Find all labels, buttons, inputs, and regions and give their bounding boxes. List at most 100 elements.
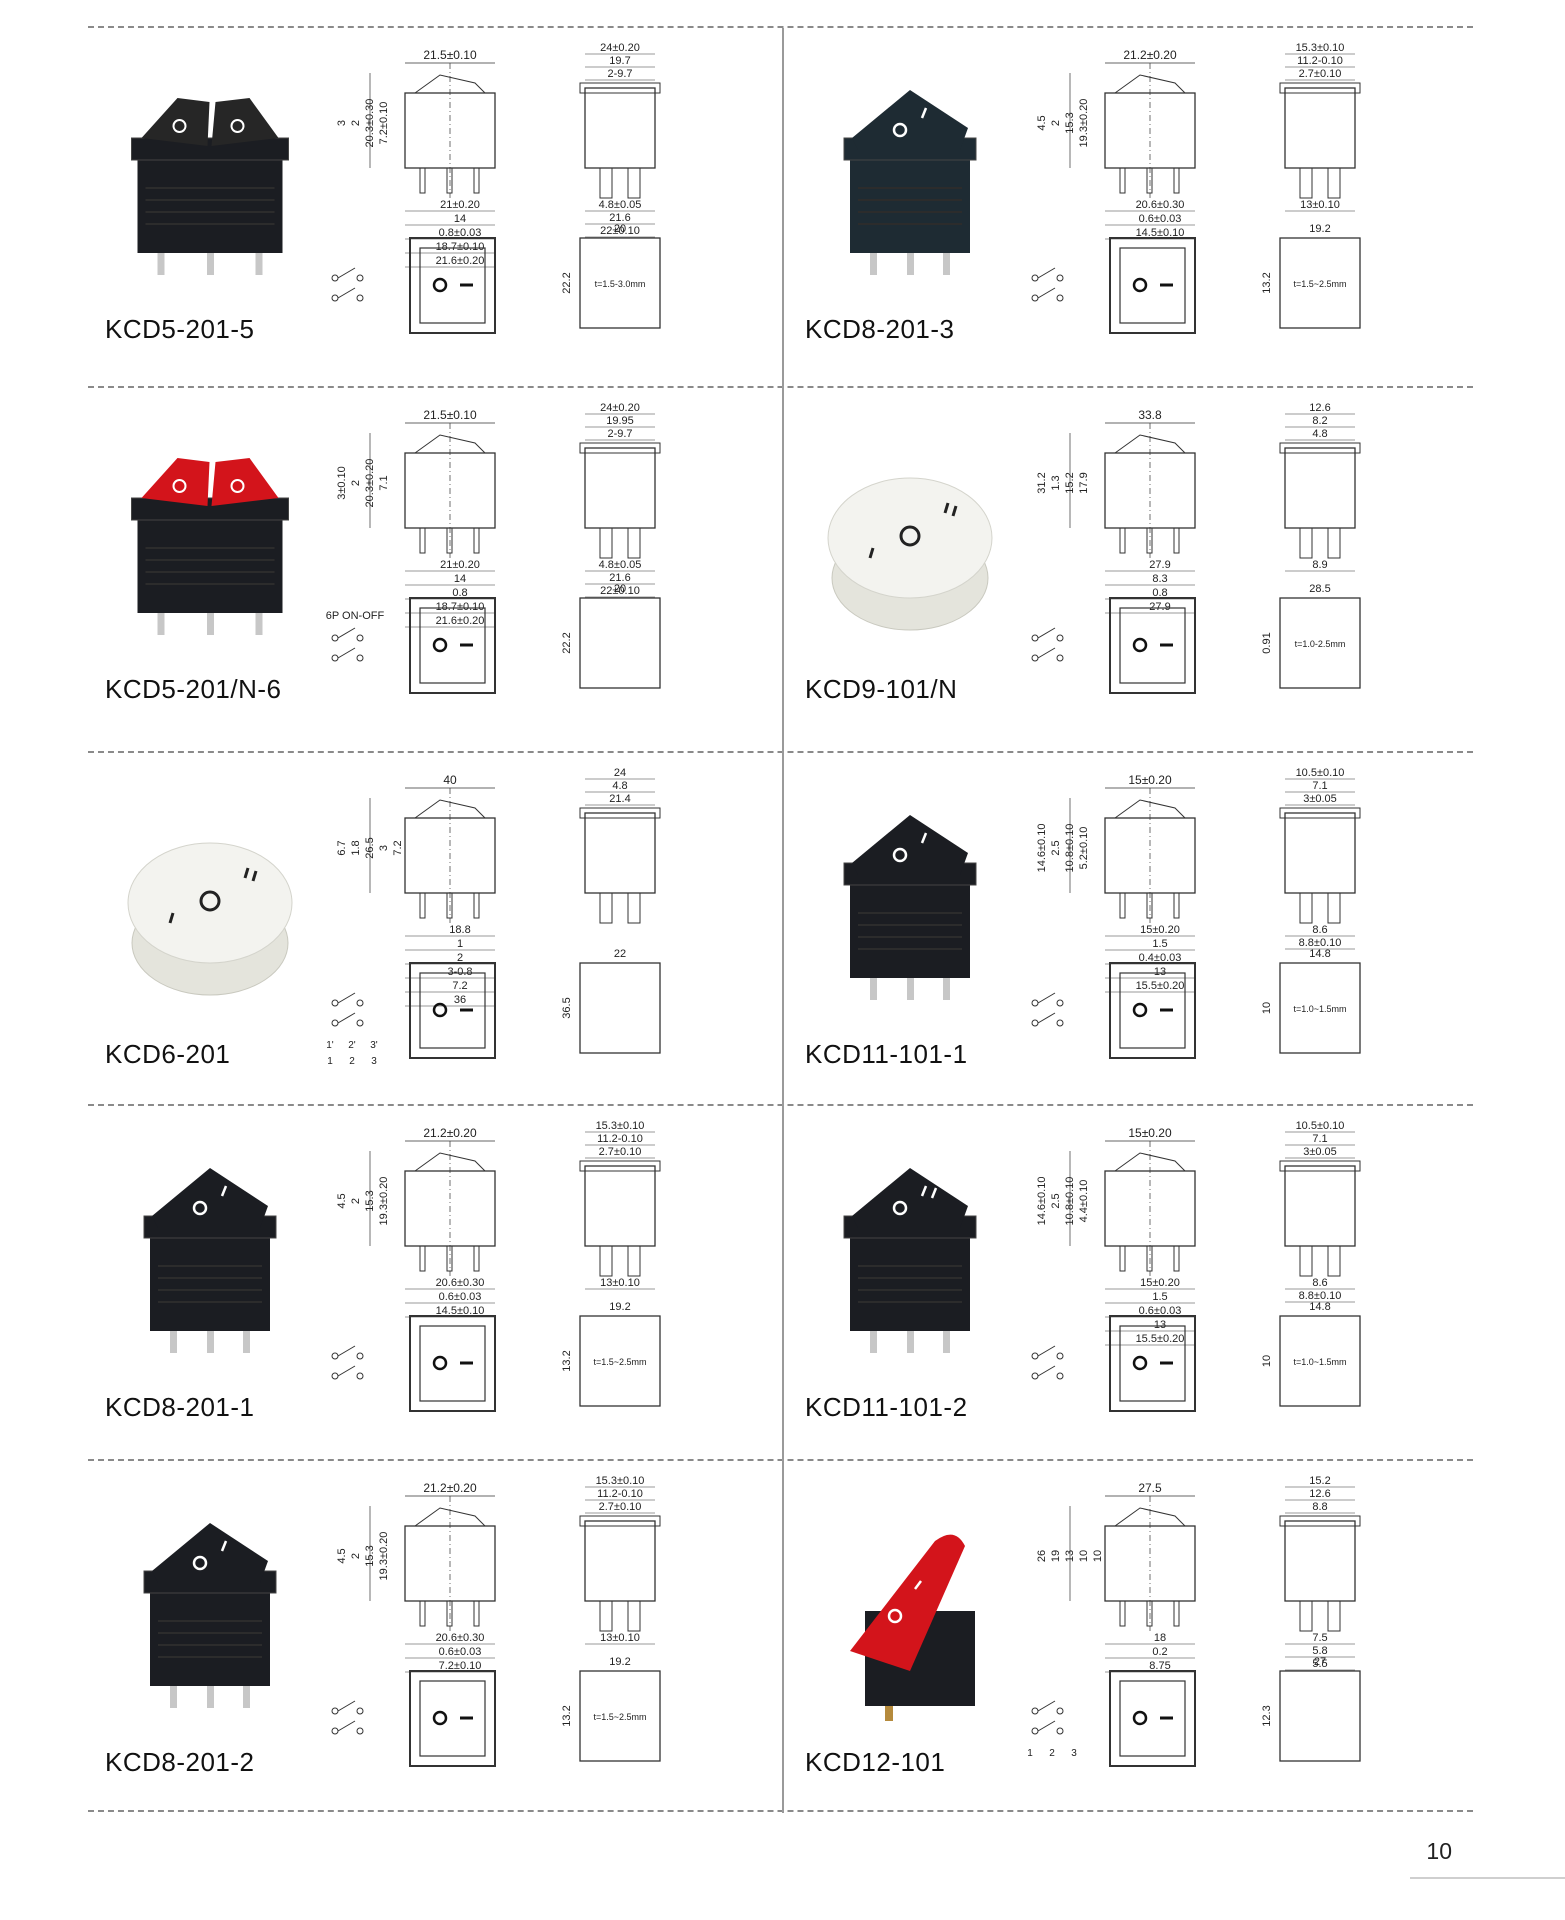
side-dim-label: 21.6 bbox=[609, 212, 630, 224]
circuit-symbol-icon bbox=[331, 267, 364, 302]
front-dim-label: 13 bbox=[1154, 966, 1166, 978]
front-dim-label: 19.3±0.20 bbox=[378, 1177, 390, 1226]
panel-cutout bbox=[579, 1670, 661, 1762]
panel-cutout bbox=[1279, 597, 1361, 689]
rocker-top-view bbox=[1109, 237, 1196, 334]
side-dim-label: 24±0.20 bbox=[600, 42, 640, 54]
switch-photo-icon bbox=[827, 477, 993, 631]
model-number: KCD8-201-1 bbox=[105, 1392, 255, 1422]
side-dim-label: 5.8 bbox=[1312, 1645, 1327, 1657]
front-dim-label: 15.3 bbox=[364, 1190, 376, 1211]
side-dim-label: 11.2-0.10 bbox=[1297, 55, 1343, 67]
switch-photo-icon bbox=[850, 1534, 975, 1721]
rocker-top-view bbox=[1109, 1670, 1196, 1767]
model-number: KCD6-201 bbox=[105, 1039, 231, 1069]
front-dim-label: 27.9 bbox=[1149, 559, 1170, 571]
front-dim-label: 0.6±0.03 bbox=[439, 1646, 482, 1658]
terminal-label: 1' bbox=[326, 1040, 334, 1051]
front-dim-label: 21.5±0.10 bbox=[423, 48, 477, 62]
front-dim-label: 18.8 bbox=[449, 924, 470, 936]
side-dim-label: 21.4 bbox=[609, 793, 630, 805]
side-view-outline bbox=[1284, 1165, 1356, 1247]
side-view-outline bbox=[584, 1520, 656, 1602]
front-dim-label: 3 bbox=[336, 120, 348, 126]
row-divider bbox=[88, 386, 1473, 388]
front-dim-label: 6.7 bbox=[336, 840, 348, 855]
front-dim-label: 10.8±0.10 bbox=[1064, 824, 1076, 873]
front-dim-label: 10.8±0.10 bbox=[1064, 1177, 1076, 1226]
cutout-dim-label: 22.2 bbox=[561, 632, 573, 653]
panel-cutout bbox=[579, 597, 661, 689]
front-dim-label: 2 bbox=[350, 1198, 362, 1204]
front-dim-label: 19.3±0.20 bbox=[1078, 99, 1090, 148]
switch-photo bbox=[115, 428, 305, 648]
front-dim-label: 21.5±0.10 bbox=[423, 408, 477, 422]
side-dim-label: 2.7±0.10 bbox=[1299, 68, 1342, 80]
front-dim-label: 15±0.20 bbox=[1140, 924, 1180, 936]
front-dim-label: 4.4±0.10 bbox=[1078, 1180, 1090, 1223]
row-divider bbox=[88, 751, 1473, 753]
switch-photo bbox=[815, 68, 1005, 288]
front-dim-label: 1 bbox=[457, 938, 463, 950]
model-number: KCD8-201-3 bbox=[805, 314, 955, 344]
side-dim-label: 12.6 bbox=[1309, 402, 1330, 414]
front-dim-label: 21.2±0.20 bbox=[423, 1126, 477, 1140]
front-dim-label: 13 bbox=[1154, 1319, 1166, 1331]
front-dim-label: 36 bbox=[454, 994, 466, 1006]
front-dim-label: 20.6±0.30 bbox=[436, 1632, 485, 1644]
front-dim-label: 19 bbox=[1050, 1550, 1062, 1562]
circuit-symbol-icon bbox=[331, 992, 364, 1027]
front-dim-label: 0.6±0.03 bbox=[1139, 213, 1182, 225]
switch-photo bbox=[115, 1501, 305, 1721]
terminal-label: 2 bbox=[1049, 1748, 1055, 1759]
rocker-top-view bbox=[409, 1315, 496, 1412]
front-dim-label: 2 bbox=[1050, 120, 1062, 126]
side-dim-label: 15.3±0.10 bbox=[596, 1120, 645, 1132]
column-divider bbox=[782, 28, 784, 1813]
panel-cutout bbox=[579, 1315, 661, 1407]
front-dim-label: 3-0.8 bbox=[447, 966, 472, 978]
switch-photo-icon bbox=[131, 458, 289, 635]
model-number: KCD12-101 bbox=[805, 1747, 946, 1777]
front-dim-label: 15.3 bbox=[1064, 112, 1076, 133]
front-dim-label: 21.6±0.20 bbox=[436, 615, 485, 627]
front-dim-label: 0.8±0.03 bbox=[439, 227, 482, 239]
front-dim-label: 20.6±0.30 bbox=[1136, 199, 1185, 211]
front-dim-label: 14 bbox=[454, 213, 466, 225]
front-dim-label: 18 bbox=[1154, 1632, 1166, 1644]
cutout-thickness-label: t=1.5~2.5mm bbox=[1293, 279, 1346, 289]
front-dim-label: 10 bbox=[1092, 1550, 1104, 1562]
cutout-dim-label: 14.8 bbox=[1309, 948, 1330, 960]
front-dim-label: 26 bbox=[1036, 1550, 1048, 1562]
switch-photo-icon bbox=[843, 815, 977, 1000]
cutout-dim-label: 12.3 bbox=[1261, 1705, 1273, 1726]
side-view-outline bbox=[1284, 812, 1356, 894]
cutout-thickness-label: t=1.5-3.0mm bbox=[595, 279, 646, 289]
side-dim-label: 15.3±0.10 bbox=[596, 1475, 645, 1487]
cutout-dim-label: 13.2 bbox=[561, 1705, 573, 1726]
front-dim-label: 3 bbox=[378, 845, 390, 851]
front-dim-label: 2 bbox=[457, 952, 463, 964]
side-view-outline bbox=[1284, 1520, 1356, 1602]
side-dim-label: 4.8 bbox=[1312, 428, 1327, 440]
side-dim-label: 8.8±0.10 bbox=[1299, 937, 1342, 949]
front-dim-label: 8.3 bbox=[1152, 573, 1167, 585]
switch-photo bbox=[815, 1146, 1005, 1366]
cutout-dim-label: 36.5 bbox=[561, 997, 573, 1018]
model-number: KCD11-101-2 bbox=[805, 1392, 968, 1422]
row-divider bbox=[88, 1104, 1473, 1106]
rocker-top-view bbox=[1109, 1315, 1196, 1412]
